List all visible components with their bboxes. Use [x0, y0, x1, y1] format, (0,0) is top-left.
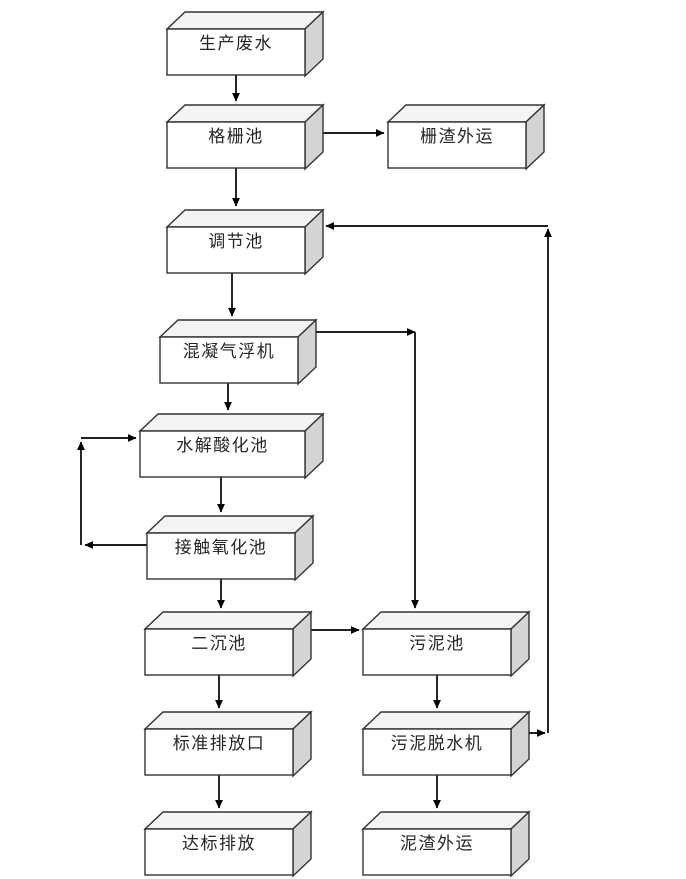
- node-label: 标准排放口: [172, 734, 266, 753]
- node-label: 污泥池: [409, 634, 465, 653]
- node-production-wastewater[interactable]: 生产废水: [165, 10, 325, 78]
- node-label: 调节池: [208, 232, 264, 251]
- node-grille-tank[interactable]: 格栅池: [165, 103, 325, 171]
- node-hydrolysis-acidification-tank[interactable]: 水解酸化池: [138, 412, 325, 480]
- node-label: 格栅池: [208, 127, 264, 146]
- node-regulating-tank[interactable]: 调节池: [165, 208, 325, 276]
- node-label: 接触氧化池: [174, 538, 268, 557]
- node-secondary-clarifier[interactable]: 二沉池: [143, 610, 313, 678]
- node-label: 混凝气浮机: [182, 342, 276, 361]
- node-label: 生产废水: [199, 34, 273, 53]
- node-label: 二沉池: [191, 634, 247, 653]
- node-coagulation-flotation-machine[interactable]: 混凝气浮机: [158, 318, 318, 386]
- node-label: 达标排放: [182, 834, 256, 853]
- node-standard-discharge-outlet[interactable]: 标准排放口: [143, 710, 313, 778]
- node-compliant-discharge[interactable]: 达标排放: [143, 810, 313, 878]
- node-grille-residue-transport[interactable]: 栅渣外运: [386, 103, 546, 171]
- node-label: 泥渣外运: [400, 834, 474, 853]
- node-sludge-tank[interactable]: 污泥池: [361, 610, 531, 678]
- node-label: 污泥脱水机: [390, 734, 484, 753]
- node-label: 栅渣外运: [420, 127, 494, 146]
- node-sludge-dewatering-machine[interactable]: 污泥脱水机: [361, 710, 531, 778]
- node-label: 水解酸化池: [176, 436, 269, 455]
- node-contact-oxidation-tank[interactable]: 接触氧化池: [145, 514, 315, 582]
- node-sludge-residue-transport[interactable]: 泥渣外运: [361, 810, 531, 878]
